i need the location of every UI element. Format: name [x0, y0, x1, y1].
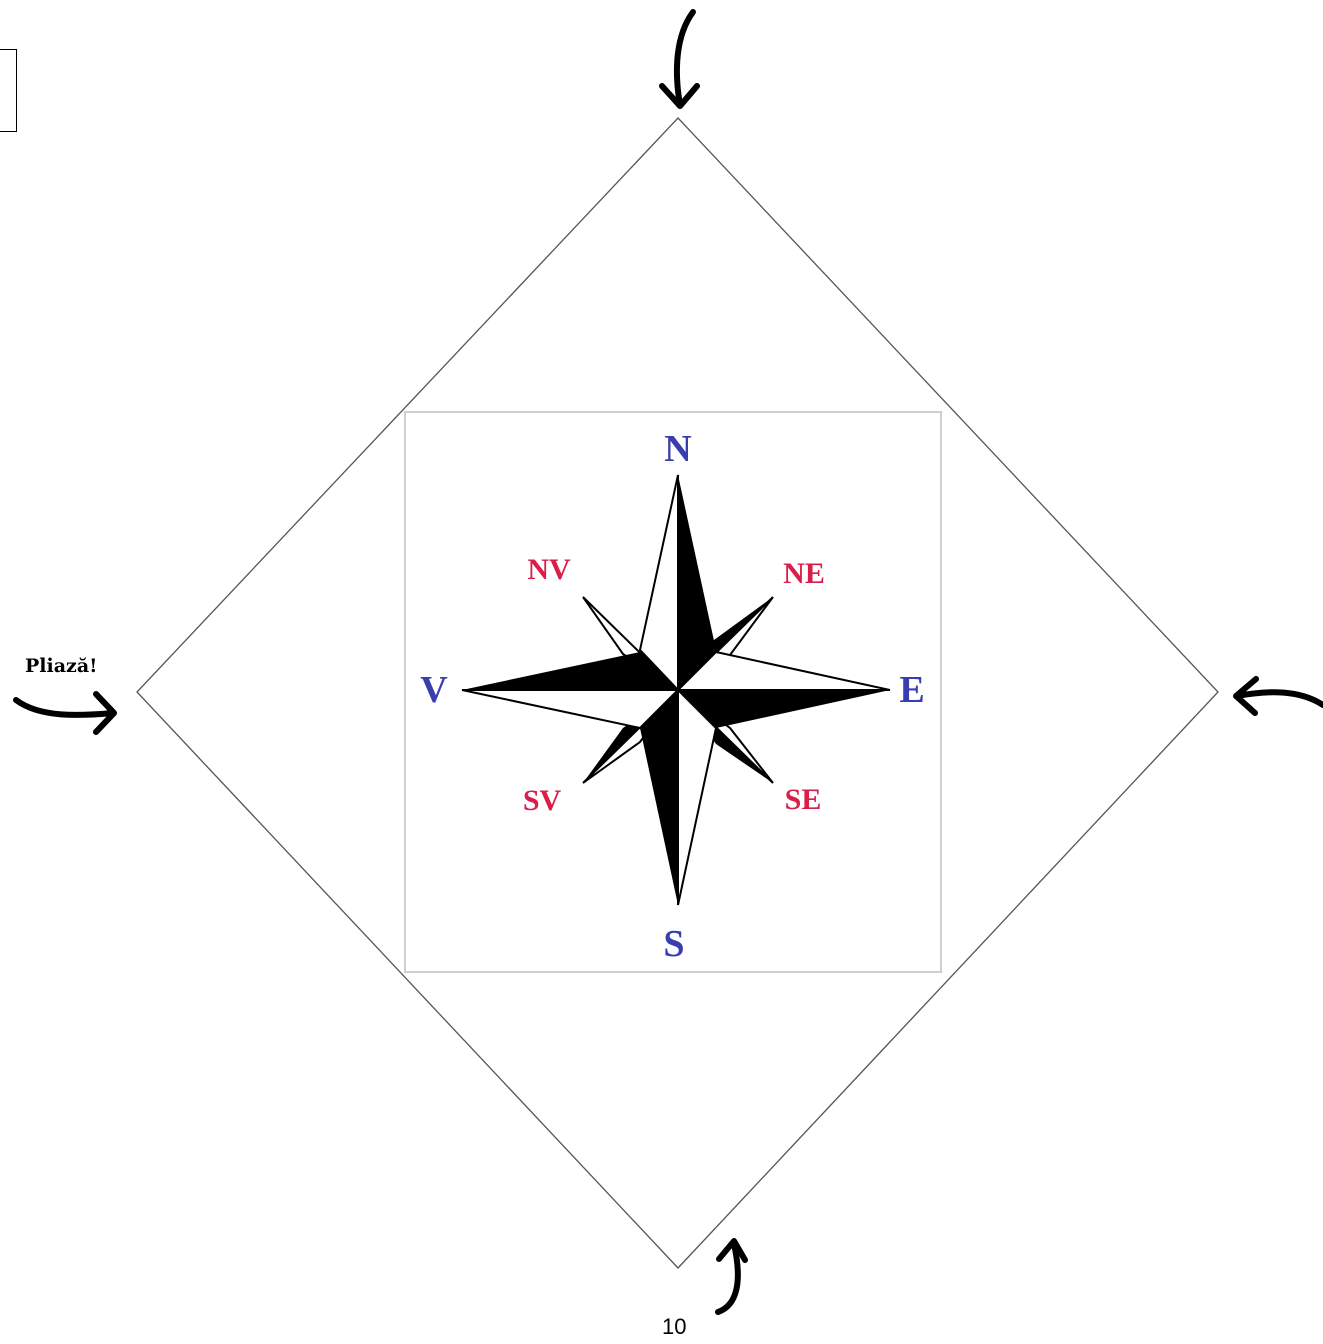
arrow-right-icon — [13, 691, 117, 735]
arrow-left-icon — [1233, 676, 1323, 716]
arrow-up-icon — [715, 1238, 748, 1315]
label-south: S — [663, 923, 684, 965]
corner-box — [0, 49, 17, 132]
compass-point-s — [640, 687, 718, 906]
arrow-down-icon — [659, 9, 700, 109]
label-northeast: NE — [783, 557, 825, 590]
compass-point-w — [461, 652, 681, 730]
compass-point-e — [675, 650, 891, 728]
label-north: N — [664, 428, 691, 470]
label-southwest: SV — [523, 784, 562, 817]
diamond-outline — [136, 117, 1219, 1269]
label-east: E — [899, 669, 924, 711]
compass-point-n — [638, 474, 716, 693]
fold-hint-label: Pliază! — [25, 655, 98, 677]
label-northwest: NV — [527, 553, 571, 586]
page-number: 10 — [662, 1314, 687, 1339]
label-southeast: SE — [785, 783, 822, 816]
compass-rose: N E S V NV NE SV SE — [420, 428, 924, 965]
label-west: V — [420, 669, 448, 711]
